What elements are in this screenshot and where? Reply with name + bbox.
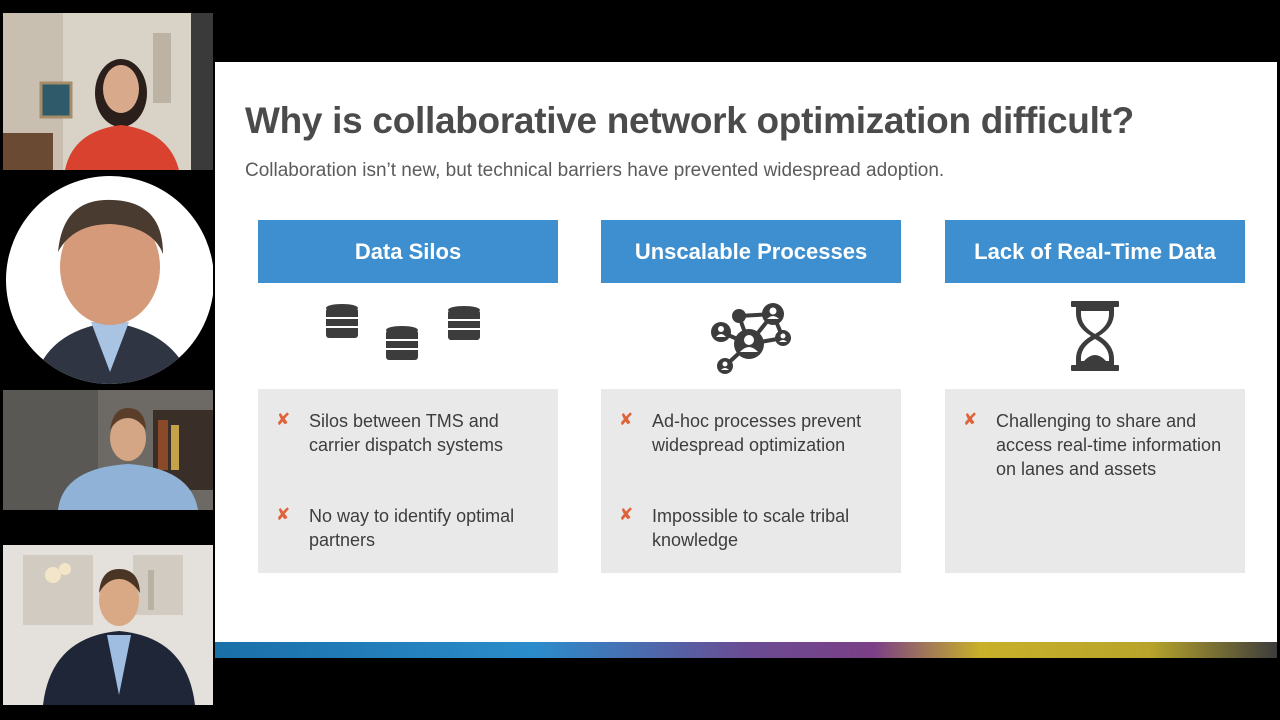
list-item: ✘ No way to identify optimal partners bbox=[273, 504, 540, 552]
slide-title: Why is collaborative network optimizatio… bbox=[245, 100, 1134, 141]
bullet-text: Impossible to scale tribal knowledge bbox=[652, 506, 850, 550]
hourglass-icon bbox=[1071, 301, 1119, 371]
network-people-icon bbox=[711, 303, 791, 374]
participant-video-4-frame bbox=[3, 545, 213, 705]
slide-subtitle: Collaboration isn’t new, but technical b… bbox=[245, 160, 945, 181]
card-heading: Lack of Real-Time Data bbox=[945, 220, 1245, 283]
participant-video-4[interactable] bbox=[3, 545, 213, 705]
x-mark-icon: ✘ bbox=[963, 410, 978, 429]
x-mark-icon: ✘ bbox=[276, 410, 291, 429]
x-mark-icon: ✘ bbox=[276, 505, 291, 524]
bullet-text: Silos between TMS and carrier dispatch s… bbox=[309, 411, 504, 455]
list-item: ✘ Silos between TMS and carrier dispatch… bbox=[273, 409, 540, 457]
card-data-silos: Data Silos bbox=[258, 220, 558, 573]
x-mark-icon: ✘ bbox=[619, 410, 634, 429]
list-item: ✘ Ad-hoc processes prevent widespread op… bbox=[616, 409, 883, 457]
bullet-text: Ad-hoc processes prevent widespread opti… bbox=[652, 411, 862, 455]
list-item: ✘ Challenging to share and access real-t… bbox=[960, 409, 1227, 481]
database-icon bbox=[326, 304, 480, 360]
bullet-text: Challenging to share and access real-tim… bbox=[996, 411, 1222, 479]
list-item: ✘ Impossible to scale tribal knowledge bbox=[616, 504, 883, 552]
x-mark-icon: ✘ bbox=[619, 505, 634, 524]
slide-footer-bar bbox=[215, 642, 1277, 658]
card-heading: Unscalable Processes bbox=[601, 220, 901, 283]
card-unscalable-processes: Unscalable Processes bbox=[601, 220, 901, 573]
participant-video-1[interactable] bbox=[3, 13, 213, 170]
card-lack-of-real-time-data: Lack of Real-Time Data ✘ Challenging to … bbox=[945, 220, 1245, 573]
bullet-text: No way to identify optimal partners bbox=[309, 506, 515, 550]
participant-video-3[interactable] bbox=[3, 390, 213, 510]
participant-video-2[interactable] bbox=[3, 172, 213, 387]
participant-video-1-frame bbox=[3, 13, 213, 170]
card-heading: Data Silos bbox=[258, 220, 558, 283]
participant-video-2-frame bbox=[3, 172, 213, 387]
presentation-slide: Why is collaborative network optimizatio… bbox=[215, 62, 1277, 658]
participant-video-3-frame bbox=[3, 390, 213, 510]
